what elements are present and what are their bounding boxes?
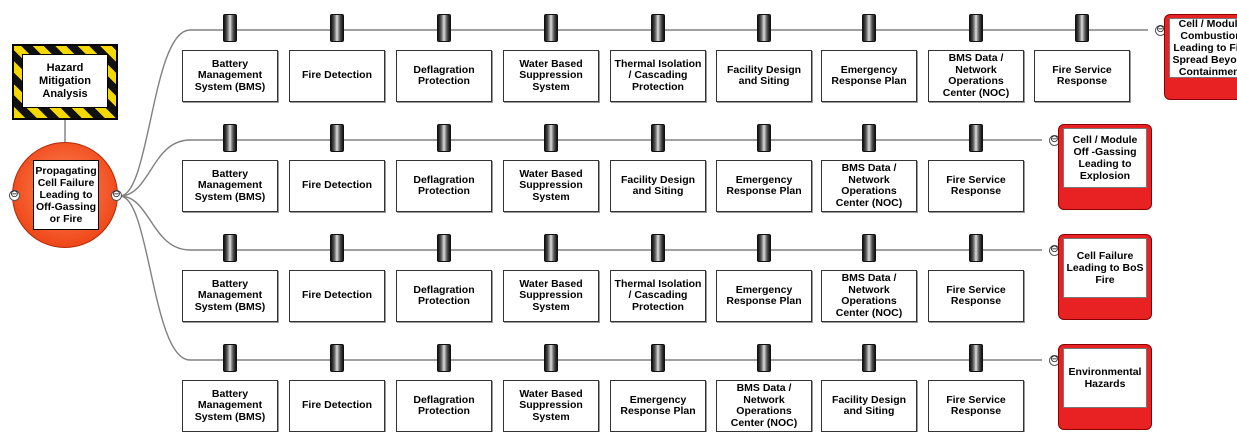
barrier-label: Emergency Response Plan — [821, 50, 917, 102]
consequence-label: Cell / Module Off -Gassing Leading to Ex… — [1063, 128, 1147, 188]
barrier-connector-icon — [437, 14, 451, 42]
barrier-connector-icon — [330, 344, 344, 372]
top-event-label: Propagating Cell Failure Leading to Off-… — [33, 160, 99, 230]
barrier-connector-icon — [544, 124, 558, 152]
collapse-left-toggle[interactable]: ⊖ — [9, 189, 20, 201]
barrier-connector-icon — [223, 124, 237, 152]
barrier-label: Thermal Isolation / Cascading Protection — [610, 270, 706, 322]
barrier-connector-icon — [757, 344, 771, 372]
barrier-connector-icon — [969, 234, 983, 262]
barrier-connector-icon — [651, 124, 665, 152]
barrier-connector-icon — [969, 14, 983, 42]
barrier-label: BMS Data / Network Operations Center (NO… — [928, 50, 1024, 102]
barrier-label: Fire Service Response — [928, 270, 1024, 322]
barrier-label: Fire Service Response — [928, 160, 1024, 212]
barrier-label: Facility Design and Siting — [716, 50, 812, 102]
barrier-label: Fire Service Response — [1034, 50, 1130, 102]
barrier-connector-icon — [544, 14, 558, 42]
consequence-box[interactable]: Cell / Module Combustion Leading to Fire… — [1164, 14, 1237, 100]
barrier-connector-icon — [862, 234, 876, 262]
barrier-connector-icon — [969, 344, 983, 372]
barrier-connector-icon — [544, 344, 558, 372]
barrier-connector-icon — [969, 124, 983, 152]
barrier-label: BMS Data / Network Operations Center (NO… — [716, 380, 812, 432]
barrier-connector-icon — [757, 124, 771, 152]
top-event[interactable]: Propagating Cell Failure Leading to Off-… — [12, 142, 118, 248]
branch-line — [119, 29, 1148, 197]
barrier-connector-icon — [651, 234, 665, 262]
barrier-label: Emergency Response Plan — [610, 380, 706, 432]
consequence-box[interactable]: Cell / Module Off -Gassing Leading to Ex… — [1058, 124, 1152, 210]
barrier-label: Fire Detection — [289, 160, 385, 212]
consequence-label: Environmental Hazards — [1063, 348, 1147, 408]
barrier-connector-icon — [223, 14, 237, 42]
barrier-label: Fire Detection — [289, 380, 385, 432]
barrier-label: Fire Service Response — [928, 380, 1024, 432]
barrier-label: Emergency Response Plan — [716, 160, 812, 212]
barrier-connector-icon — [862, 14, 876, 42]
barrier-connector-icon — [651, 344, 665, 372]
barrier-label: Fire Detection — [289, 50, 385, 102]
consequence-label: Cell / Module Combustion Leading to Fire… — [1169, 18, 1237, 78]
barrier-label: Battery Management System (BMS) — [182, 270, 278, 322]
barrier-label: Facility Design and Siting — [610, 160, 706, 212]
barrier-connector-icon — [862, 344, 876, 372]
branch-line — [119, 195, 1042, 251]
barrier-label: BMS Data / Network Operations Center (NO… — [821, 160, 917, 212]
branch-line — [119, 139, 1042, 197]
consequence-box[interactable]: Environmental Hazards — [1058, 344, 1152, 430]
consequence-box[interactable]: Cell Failure Leading to BoS Fire — [1058, 234, 1152, 320]
collapse-right-toggle[interactable]: ⊖ — [111, 189, 122, 201]
barrier-label: Battery Management System (BMS) — [182, 50, 278, 102]
consequence-label: Cell Failure Leading to BoS Fire — [1063, 238, 1147, 298]
barrier-label: BMS Data / Network Operations Center (NO… — [821, 270, 917, 322]
barrier-label: Deflagration Protection — [396, 270, 492, 322]
barrier-label: Water Based Suppression System — [503, 50, 599, 102]
barrier-connector-icon — [757, 14, 771, 42]
barrier-connector-icon — [437, 124, 451, 152]
branch-line — [119, 195, 1042, 361]
hazard-label: Hazard Mitigation Analysis — [22, 54, 108, 108]
barrier-connector-icon — [437, 234, 451, 262]
barrier-connector-icon — [223, 234, 237, 262]
barrier-connector-icon — [330, 124, 344, 152]
barrier-label: Thermal Isolation / Cascading Protection — [610, 50, 706, 102]
barrier-label: Fire Detection — [289, 270, 385, 322]
barrier-label: Water Based Suppression System — [503, 380, 599, 432]
barrier-connector-icon — [223, 344, 237, 372]
barrier-label: Deflagration Protection — [396, 160, 492, 212]
barrier-connector-icon — [330, 14, 344, 42]
barrier-connector-icon — [862, 124, 876, 152]
barrier-connector-icon — [651, 14, 665, 42]
barrier-connector-icon — [330, 234, 344, 262]
barrier-label: Emergency Response Plan — [716, 270, 812, 322]
barrier-label: Battery Management System (BMS) — [182, 380, 278, 432]
hazard-box[interactable]: Hazard Mitigation Analysis — [12, 44, 118, 120]
barrier-connector-icon — [1075, 14, 1089, 42]
barrier-label: Deflagration Protection — [396, 50, 492, 102]
barrier-label: Water Based Suppression System — [503, 160, 599, 212]
barrier-label: Facility Design and Siting — [821, 380, 917, 432]
barrier-label: Battery Management System (BMS) — [182, 160, 278, 212]
barrier-connector-icon — [437, 344, 451, 372]
barrier-label: Deflagration Protection — [396, 380, 492, 432]
barrier-label: Water Based Suppression System — [503, 270, 599, 322]
barrier-connector-icon — [544, 234, 558, 262]
barrier-connector-icon — [757, 234, 771, 262]
